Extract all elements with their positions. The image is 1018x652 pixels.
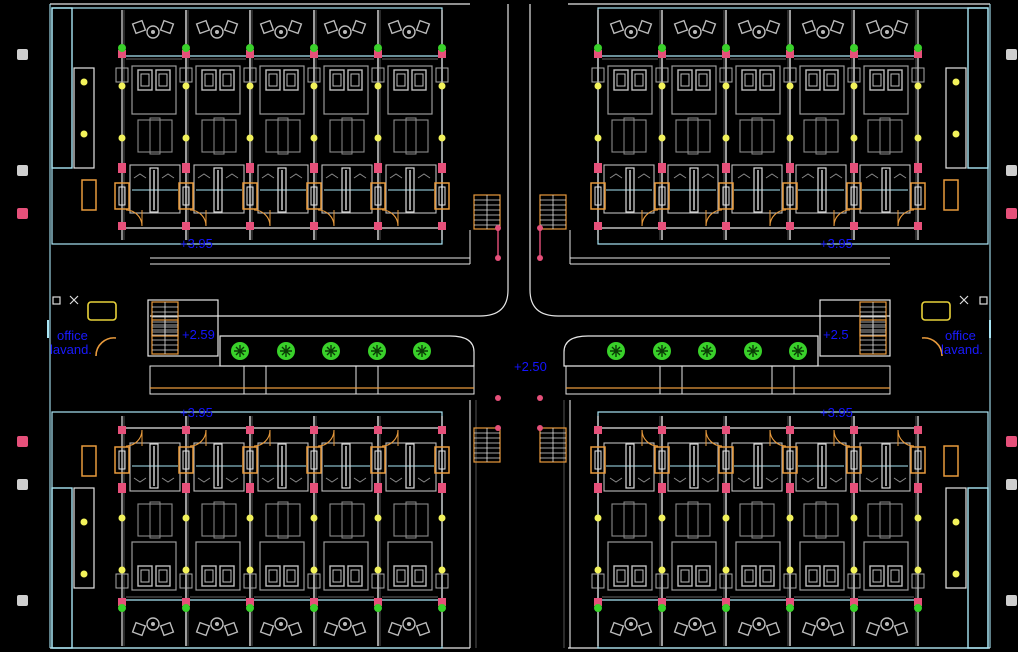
level-label-top-left: +3.95 bbox=[180, 236, 213, 251]
level-label-bottom-right: +3.95 bbox=[820, 405, 853, 420]
outer-frame bbox=[49, 3, 991, 649]
stair-core-left bbox=[87, 299, 219, 357]
wing-top-right bbox=[591, 8, 988, 244]
central-corridor bbox=[150, 4, 890, 648]
wing-bottom-right bbox=[591, 412, 988, 648]
wing-top-left bbox=[52, 8, 449, 244]
room-label-left-laundry: lavand. bbox=[50, 342, 92, 357]
level-label-stair-right: +2.5 bbox=[823, 327, 849, 342]
level-label-top-right: +3.95 bbox=[820, 236, 853, 251]
room-label-left-office: office bbox=[57, 328, 88, 343]
level-label-bottom-left: +3.95 bbox=[180, 405, 213, 420]
wing-bottom-left bbox=[52, 412, 449, 648]
stairs-center bbox=[473, 194, 567, 463]
level-label-corridor-center: +2.50 bbox=[514, 359, 547, 374]
room-label-right-laundry: lavand. bbox=[941, 342, 983, 357]
level-label-stair-left: +2.59 bbox=[182, 327, 215, 342]
margin-markers bbox=[17, 49, 1017, 606]
planter-strip-left bbox=[149, 335, 475, 395]
stair-core-right bbox=[819, 299, 951, 357]
planter-strip-right bbox=[563, 335, 891, 395]
room-label-right-office: office bbox=[945, 328, 976, 343]
